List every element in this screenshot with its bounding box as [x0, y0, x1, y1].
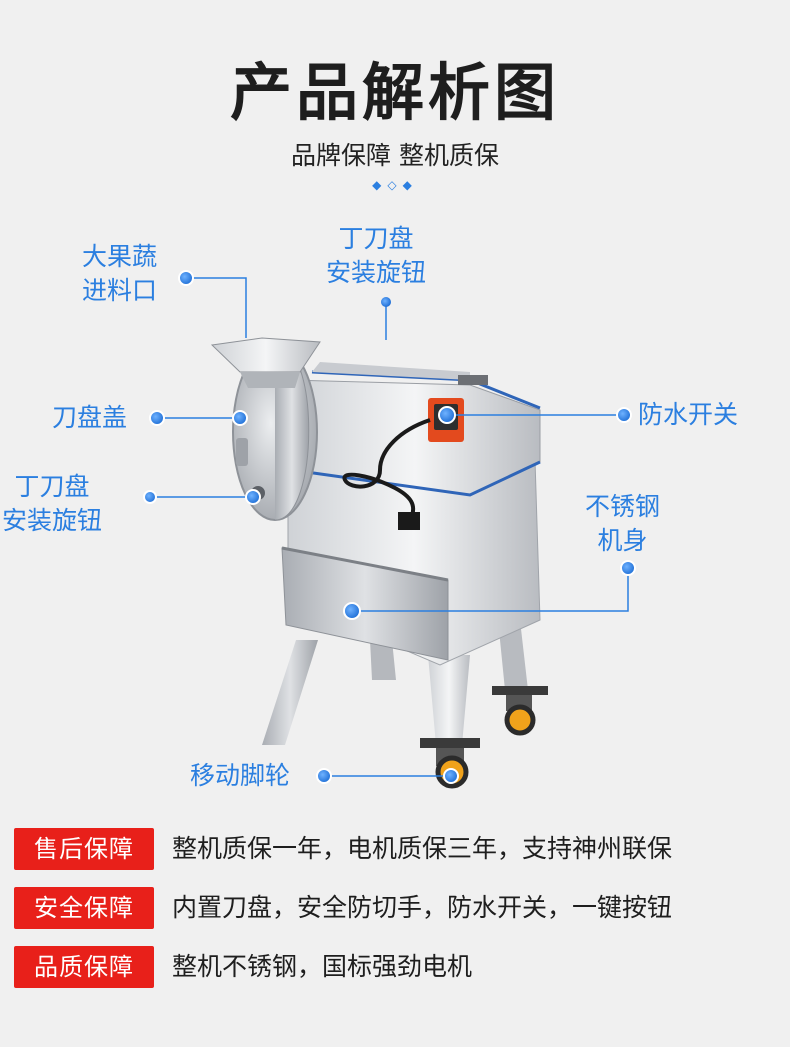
guarantee-row: 售后保障 整机质保一年，电机质保三年，支持神州联保 [14, 828, 784, 872]
guarantee-text: 内置刀盘，安全防切手，防水开关，一键按钮 [172, 893, 673, 922]
callout-casters: 移动脚轮 [190, 761, 291, 790]
page-subtitle: 品牌保障 整机质保 [291, 141, 499, 170]
guarantee-row: 安全保障 内置刀盘，安全防切手，防水开关，一键按钮 [14, 887, 784, 931]
diamond-filled-icon: ◆ [372, 178, 388, 192]
guarantee-text: 整机不锈钢，国标强劲电机 [172, 952, 473, 981]
diamond-filled-icon: ◆ [402, 178, 418, 192]
callout-knob-top: 丁刀盘 安装旋钮 [326, 224, 427, 287]
feed-port [210, 337, 321, 373]
guarantee-badge: 售后保障 [14, 828, 154, 870]
guarantee-row: 品质保障 整机不锈钢，国标强劲电机 [14, 946, 784, 990]
caster-wheels [420, 686, 548, 789]
callout-blade-cover: 刀盘盖 [52, 403, 128, 432]
diamond-divider: ◆◇◆ [0, 178, 790, 192]
machine-legs [262, 620, 528, 745]
diamond-hollow-icon: ◇ [387, 178, 403, 192]
guarantee-text: 整机质保一年，电机质保三年，支持神州联保 [172, 834, 673, 863]
leader-lines [150, 277, 629, 777]
callout-knob-left: 丁刀盘 安装旋钮 [2, 472, 103, 535]
guarantee-badge: 品质保障 [14, 946, 154, 988]
callout-dots [143, 270, 636, 784]
page-title: 产品解析图 [229, 56, 560, 129]
callout-waterproof-switch: 防水开关 [638, 400, 739, 429]
callout-steel-body: 不锈钢 机身 [585, 492, 661, 555]
guarantee-badge: 安全保障 [14, 887, 154, 929]
callout-feed-port: 大果蔬 进料口 [82, 242, 158, 305]
